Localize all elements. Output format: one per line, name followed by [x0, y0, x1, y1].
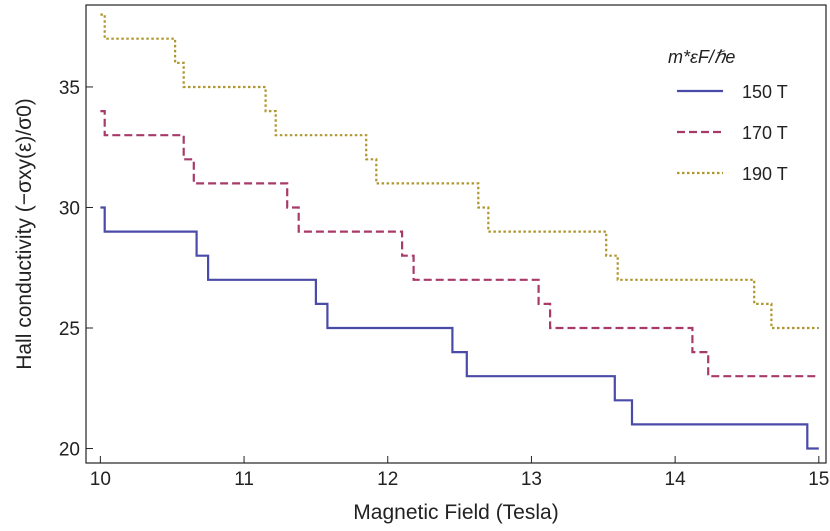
- series-line-190-t: [100, 13, 819, 330]
- x-tick-label: 14: [665, 469, 687, 490]
- x-axis-ticks: 10 11 12 13 14 15: [90, 456, 829, 490]
- legend: m*εF/ℏe 150 T 170 T 190 T: [668, 47, 788, 184]
- series-layer: [100, 13, 819, 450]
- x-tick-label: 15: [808, 469, 829, 490]
- y-axis-ticks: 20 25 30 35: [59, 78, 93, 461]
- series-line-150-t: [100, 206, 819, 450]
- x-tick-label: 11: [234, 469, 254, 490]
- y-tick-label: 25: [59, 319, 80, 340]
- legend-label: 190 T: [742, 164, 788, 184]
- series-line-170-t: [100, 109, 819, 378]
- legend-title: m*εF/ℏe: [668, 47, 735, 67]
- y-tick-label: 35: [59, 78, 80, 99]
- x-tick-label: 10: [90, 469, 111, 490]
- x-tick-label: 12: [377, 469, 398, 490]
- legend-label: 170 T: [742, 123, 788, 143]
- x-tick-label: 13: [521, 469, 542, 490]
- y-tick-label: 30: [59, 198, 80, 219]
- plot-frame: [85, 4, 827, 464]
- legend-label: 150 T: [742, 82, 788, 102]
- y-tick-label: 20: [59, 440, 80, 461]
- x-axis-title: Magnetic Field (Tesla): [353, 501, 558, 524]
- y-axis-title: Hall conductivity (−σxy(ε)/σ0): [13, 98, 36, 370]
